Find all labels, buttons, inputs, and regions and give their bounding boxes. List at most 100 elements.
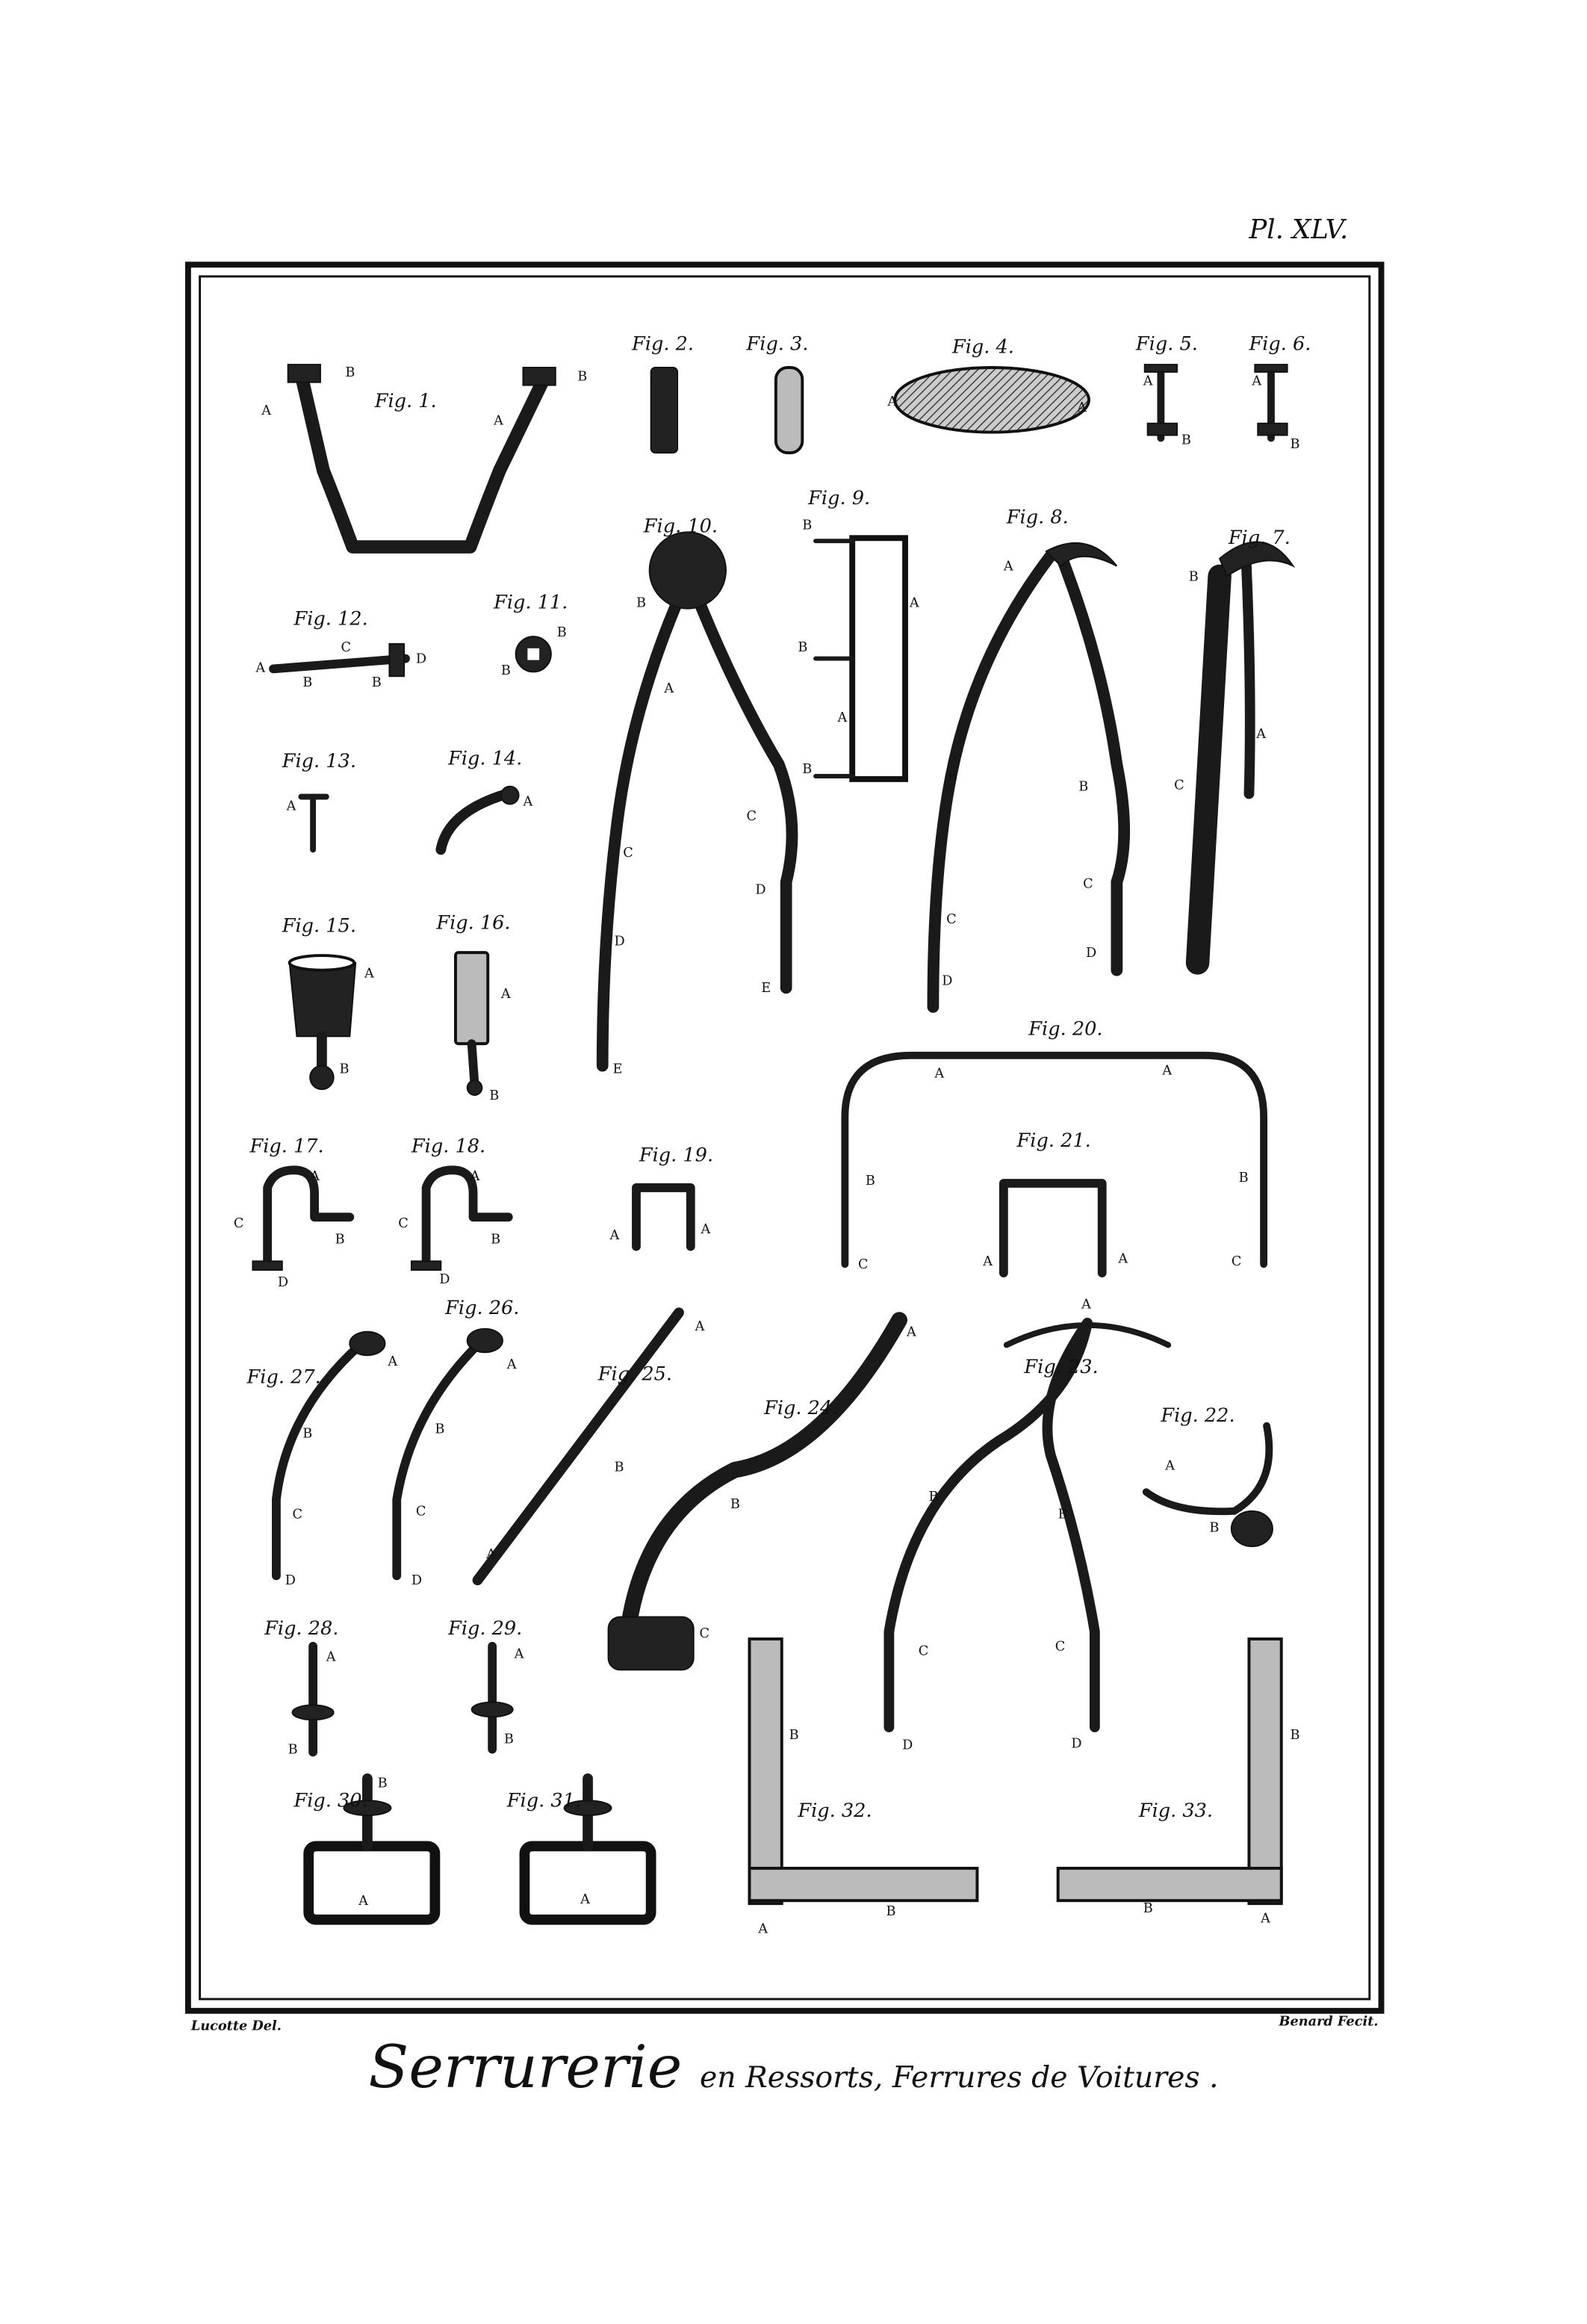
figure-label: Fig. 7. <box>1228 527 1291 549</box>
figure-label: Fig. 9. <box>807 487 870 509</box>
figure-10: Fig. 10. B A C C D D E E <box>596 515 798 1076</box>
figure-21: Fig. 21. A A <box>982 1130 1128 1277</box>
figure-label: Fig. 15. <box>282 915 356 938</box>
letter: B <box>1189 569 1199 584</box>
letter: A <box>514 1647 524 1662</box>
letter: A <box>1255 727 1266 742</box>
figure-label: Fig. 30. <box>294 1789 368 1812</box>
letter: A <box>364 967 374 982</box>
letter: B <box>288 1742 298 1757</box>
title-main: Serrurerie <box>368 2033 682 2101</box>
figure-label: Fig. 20. <box>1028 1017 1102 1040</box>
figure-28: Fig. 28. A B <box>264 1617 338 1757</box>
figure-23: Fig. 23. A B B C C D D <box>883 1297 1172 1753</box>
letter: B <box>1181 433 1191 447</box>
figure-label: Fig. 1. <box>374 390 437 412</box>
letter: A <box>837 710 848 725</box>
letter: E <box>612 1062 622 1076</box>
letter: A <box>906 1325 916 1340</box>
letter: D <box>439 1272 450 1287</box>
plate-title: Serrurerie en Ressorts, Ferrures de Voit… <box>368 2033 1218 2101</box>
letter: B <box>1239 1171 1249 1186</box>
letter: A <box>1260 1912 1270 1927</box>
letter: A <box>663 681 674 696</box>
letter: B <box>1058 1507 1068 1522</box>
figure-label: Fig. 13. <box>282 750 356 772</box>
letter: A <box>886 394 897 409</box>
letter: A <box>387 1354 397 1369</box>
figure-label: Fig. 10. <box>643 515 718 537</box>
figure-label: Fig. 6. <box>1248 332 1311 355</box>
letter: A <box>261 403 271 418</box>
letter: C <box>747 809 757 824</box>
letter: C <box>341 640 351 655</box>
letter: B <box>1209 1520 1219 1535</box>
figure-label: Fig. 21. <box>1016 1130 1091 1152</box>
letter: B <box>948 769 957 784</box>
letter: B <box>798 640 807 655</box>
figure-label: Fig. 25. <box>597 1363 672 1386</box>
figure-label: Fig. 14. <box>447 747 522 769</box>
letter: D <box>285 1573 296 1588</box>
figure-8: Fig. 8. A B B C C D D <box>927 506 1131 1013</box>
figure-label: Fig. 23. <box>1023 1356 1098 1378</box>
letter: A <box>695 1319 705 1334</box>
letter: C <box>623 846 633 861</box>
figure-1: Fig. 1. A B A B <box>261 364 587 554</box>
letter: B <box>789 1728 799 1743</box>
letter: C <box>1174 778 1184 793</box>
figure-label: Fig. 28. <box>264 1617 338 1640</box>
letter: A <box>286 799 296 814</box>
letter: B <box>340 1062 350 1076</box>
letter: A <box>580 1892 590 1907</box>
figure-27: Fig. 27. A B C D <box>246 1330 397 1588</box>
letter: C <box>1055 1640 1066 1655</box>
figure-19: Fig. 19. A A <box>609 1144 713 1251</box>
title-rest: en Ressorts, Ferrures de Voitures . <box>700 2060 1219 2095</box>
letter: A <box>934 1066 944 1081</box>
letter: C <box>416 1505 426 1519</box>
letter: B <box>866 1174 875 1189</box>
letter: A <box>470 1169 480 1184</box>
figure-label: Fig. 3. <box>746 332 809 355</box>
figure-16: Fig. 16. A B <box>435 912 511 1103</box>
letter: B <box>730 1497 740 1512</box>
figure-4: Fig. 4. A A <box>886 335 1090 434</box>
figure-3: Fig. 3. <box>746 332 809 455</box>
letter: A <box>1081 1297 1091 1312</box>
figure-label: Fig. 8. <box>1006 506 1069 529</box>
letter: B <box>1291 437 1300 452</box>
letter: B <box>335 1233 345 1248</box>
letter: B <box>577 370 587 385</box>
letter: A <box>1117 1251 1128 1266</box>
letter: A <box>1076 400 1087 415</box>
figure-6: Fig. 6. A B <box>1248 332 1311 452</box>
letter: D <box>902 1738 913 1753</box>
figure-14: Fig. 14. A <box>435 747 532 855</box>
letter: A <box>1164 1459 1175 1474</box>
figure-label: Fig. 24. <box>763 1397 838 1419</box>
letter: D <box>278 1275 288 1290</box>
letter: D <box>755 882 765 897</box>
figure-31: Fig. 31. A <box>506 1773 656 1925</box>
letter: A <box>1143 374 1153 389</box>
letter: A <box>326 1649 336 1664</box>
letter: A <box>1251 374 1261 389</box>
letter: B <box>504 1732 514 1747</box>
figure-18: Fig. 18. A C B D <box>398 1135 513 1287</box>
letter: D <box>1086 946 1096 961</box>
figure-label: Fig. 29. <box>447 1617 522 1640</box>
letter: A <box>609 1228 620 1243</box>
letter: B <box>802 518 812 533</box>
letter: A <box>255 660 265 675</box>
figure-30: Fig. 30. B A <box>294 1773 441 1925</box>
letter: C <box>293 1507 303 1522</box>
figure-26: Fig. 26. A B C D <box>392 1297 519 1588</box>
letter: B <box>886 1904 895 1919</box>
letter: A <box>493 414 503 429</box>
letter: C <box>234 1216 244 1231</box>
figure-label: Fig. 11. <box>493 592 568 614</box>
figure-2: Fig. 2. <box>631 332 694 454</box>
credit-draughtsman: Lucotte Del. <box>190 2018 282 2033</box>
letter: A <box>506 1357 517 1372</box>
